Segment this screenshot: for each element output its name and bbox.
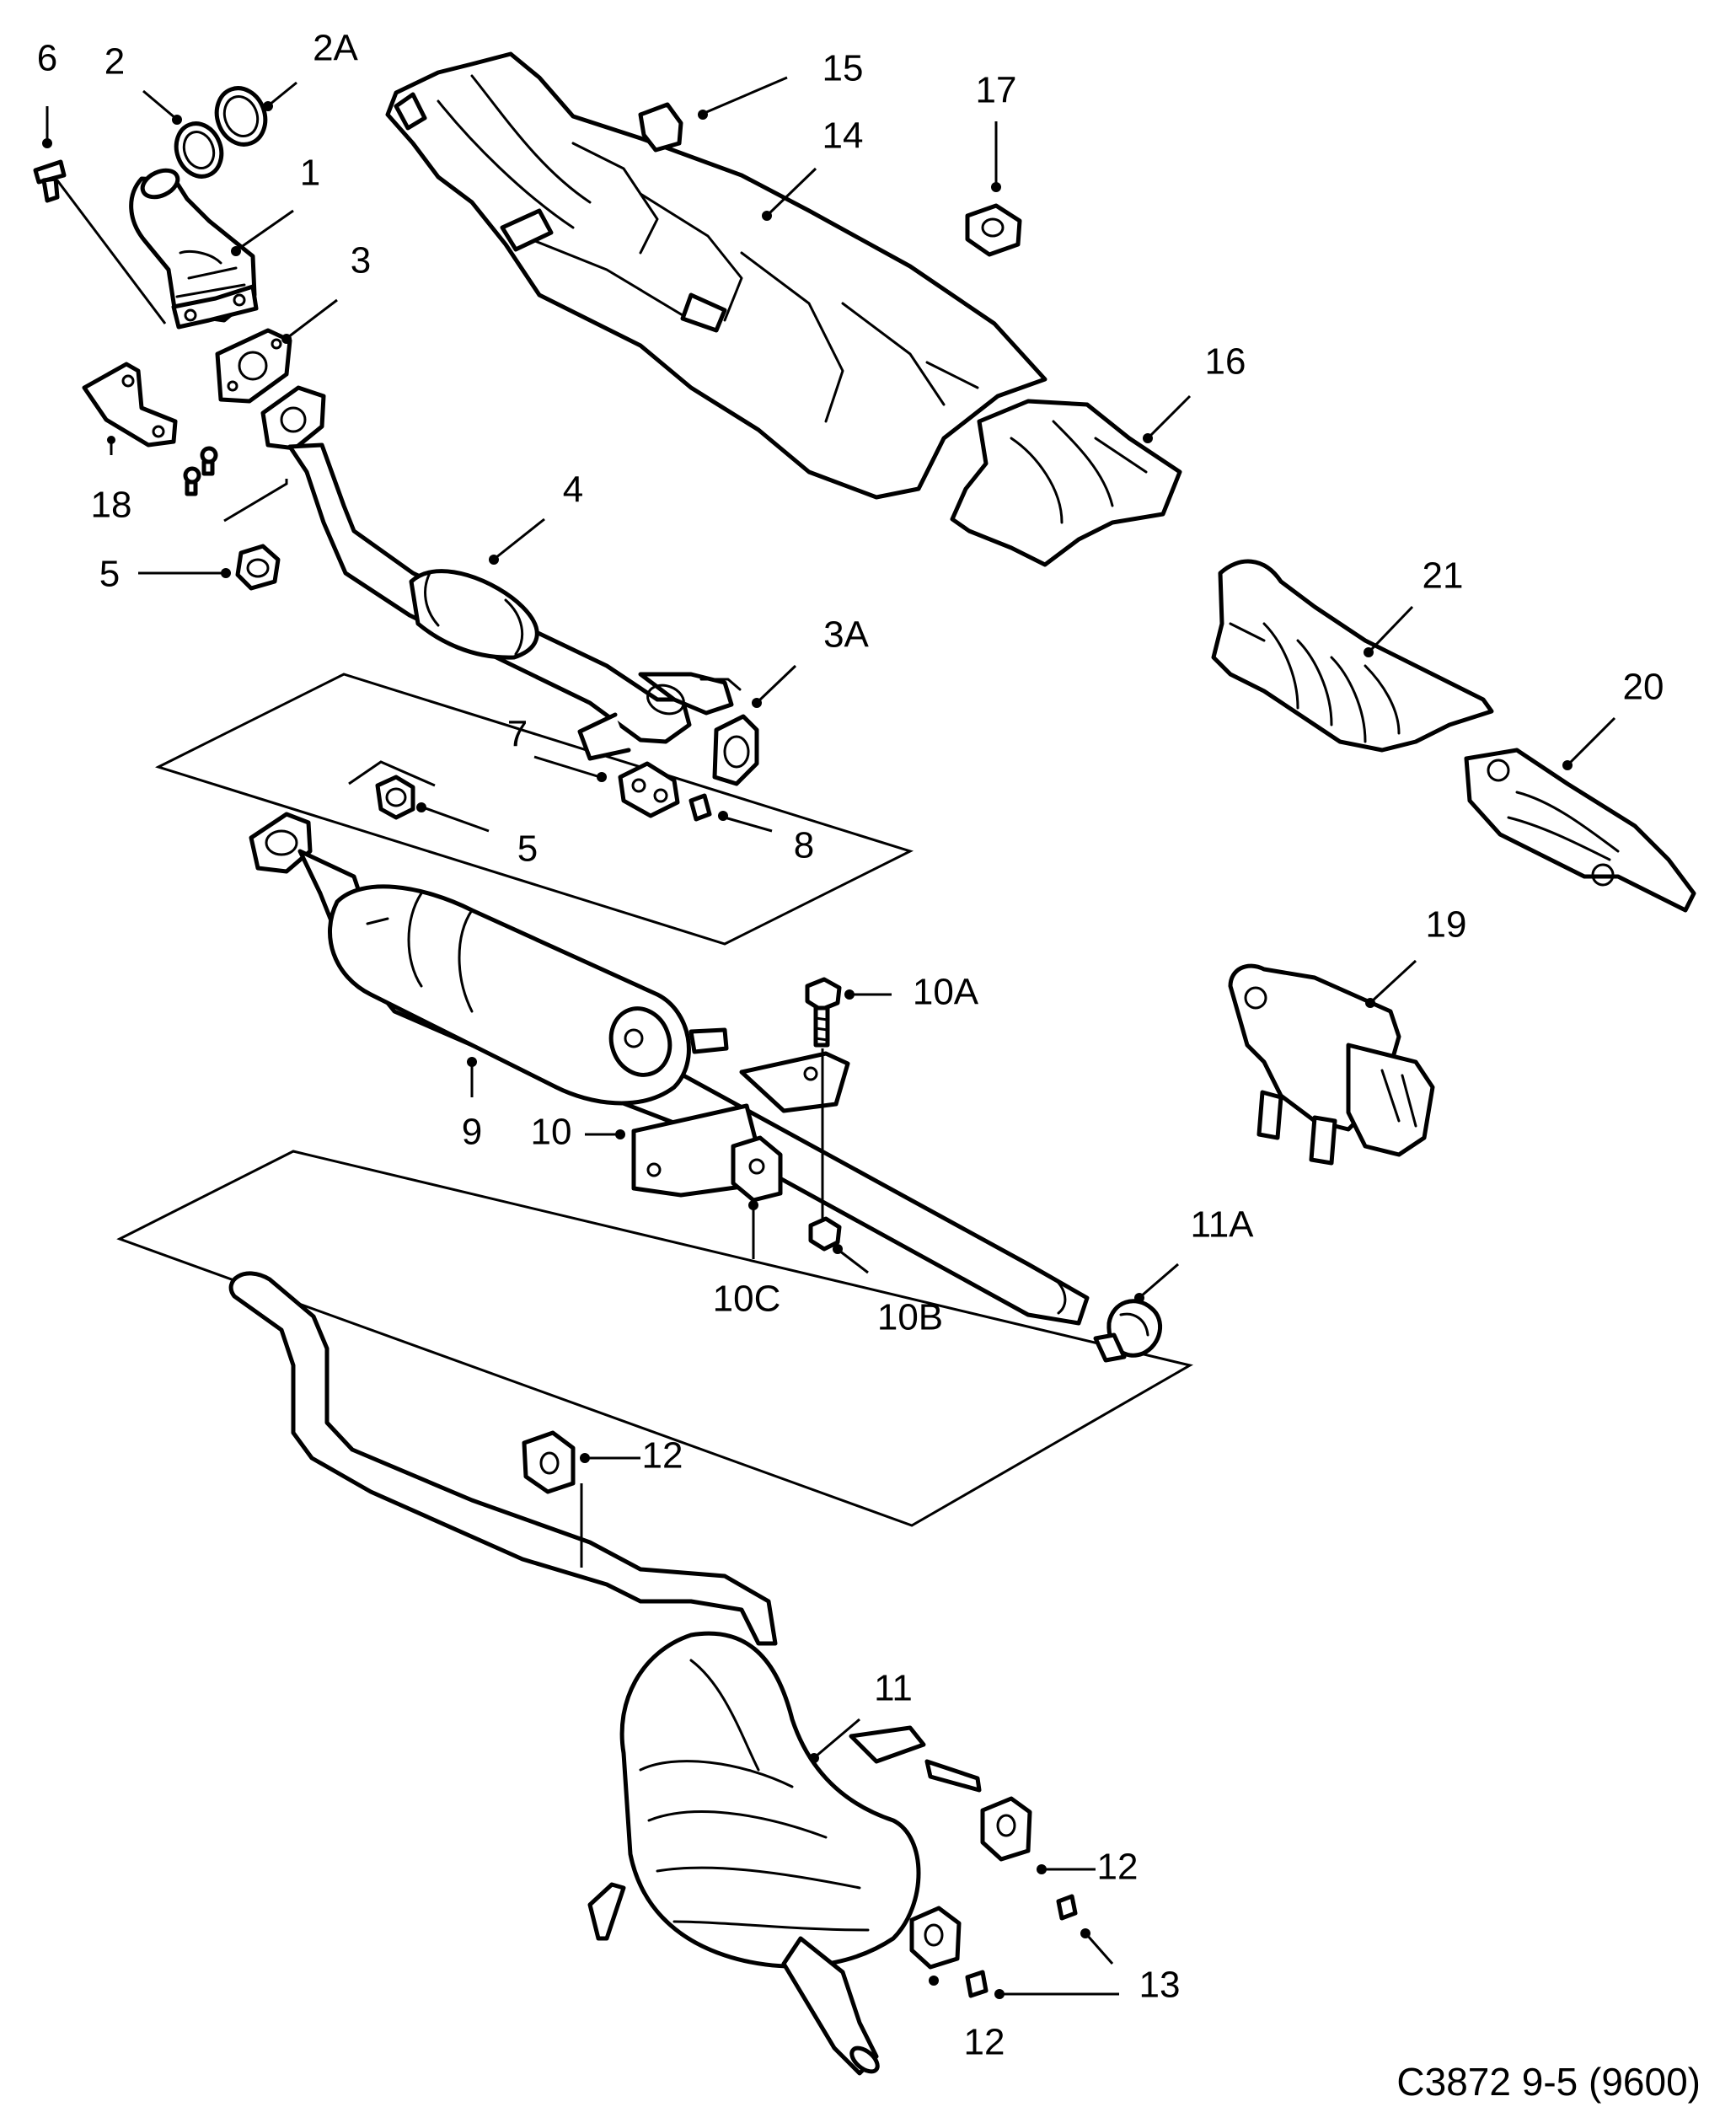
- leader-lines: [42, 76, 1616, 1999]
- part-5-nut-upper: [235, 544, 281, 591]
- part-2A-seal-ring: [214, 86, 268, 147]
- part-9-intermediate-silencer: [249, 812, 1090, 1326]
- callout-10C: 10C: [713, 1279, 781, 1320]
- callout-9: 9: [462, 1112, 482, 1153]
- part-13-clip-lower: [965, 1970, 989, 1998]
- callout-7: 7: [507, 714, 528, 755]
- part-3-gasket: [215, 328, 292, 404]
- part-2-seal-ring: [174, 121, 224, 179]
- frame-middle-section: [155, 673, 914, 946]
- callout-8: 8: [794, 825, 814, 866]
- part-10B-nut: [808, 1216, 842, 1252]
- callout-17: 17: [976, 70, 1017, 111]
- part-12-hanger-lower: [909, 1906, 962, 1970]
- callout-3A: 3A: [823, 614, 869, 656]
- callout-4: 4: [563, 469, 583, 511]
- part-1-catalytic-converter: [129, 168, 259, 330]
- part-21-heat-shield: [1211, 559, 1494, 753]
- part-10C-rubber-mount: [731, 1135, 783, 1203]
- diagram-reference-code: C3872 9-5 (9600): [1396, 2060, 1701, 2104]
- callout-14: 14: [822, 115, 864, 157]
- callout-11A: 11A: [1190, 1204, 1254, 1246]
- callout-3: 3: [351, 240, 371, 281]
- part-4-front-pipe: [260, 385, 742, 761]
- callout-1: 1: [300, 153, 320, 194]
- callout-12-middle: 12: [1097, 1847, 1139, 1888]
- callout-10A: 10A: [913, 972, 979, 1013]
- part-6-pin: [33, 159, 67, 203]
- part-12-hanger-middle: [980, 1796, 1032, 1862]
- part-3A-gasket: [712, 714, 759, 786]
- callout-13: 13: [1139, 1965, 1181, 2006]
- part-18-bracket: [82, 362, 178, 448]
- callout-16: 16: [1205, 341, 1246, 383]
- callout-19: 19: [1426, 904, 1467, 946]
- callout-20: 20: [1623, 667, 1664, 708]
- callout-10B: 10B: [877, 1297, 943, 1338]
- callout-12-upper: 12: [642, 1435, 683, 1477]
- callout-2: 2: [104, 41, 125, 83]
- callout-18: 18: [91, 485, 132, 526]
- part-15-clip: [638, 102, 683, 153]
- part-16-heat-shield: [950, 399, 1182, 567]
- callout-5-upper: 5: [99, 554, 120, 595]
- callout-21: 21: [1423, 555, 1464, 597]
- part-5-nut-lower: [375, 775, 415, 820]
- part-17-nut: [965, 203, 1022, 257]
- part-7-rubber-hanger: [618, 761, 680, 818]
- callout-11: 11: [874, 1668, 913, 1709]
- frame-rear-section: [116, 1150, 1194, 1527]
- part-19-pressure-sensor: [1228, 963, 1435, 1166]
- part-11A-clamp: [1093, 1299, 1162, 1363]
- part-14-heat-shield: [385, 51, 1047, 500]
- part-13-clip-upper: [1056, 1894, 1078, 1921]
- part-10A-bolt: [805, 977, 842, 1048]
- part-12-hanger-upper: [522, 1430, 576, 1494]
- callout-5-lower: 5: [517, 828, 538, 870]
- callout-2A: 2A: [313, 28, 358, 69]
- callout-10: 10: [531, 1112, 572, 1153]
- callout-6: 6: [37, 38, 57, 79]
- part-8-clip: [689, 793, 712, 822]
- part-20-heat-shield: [1464, 748, 1696, 913]
- part-11-rear-silencer: [228, 1271, 982, 2076]
- part-18-bolts: [183, 446, 218, 496]
- callout-12-lower: 12: [964, 2022, 1005, 2063]
- callout-15: 15: [822, 48, 864, 89]
